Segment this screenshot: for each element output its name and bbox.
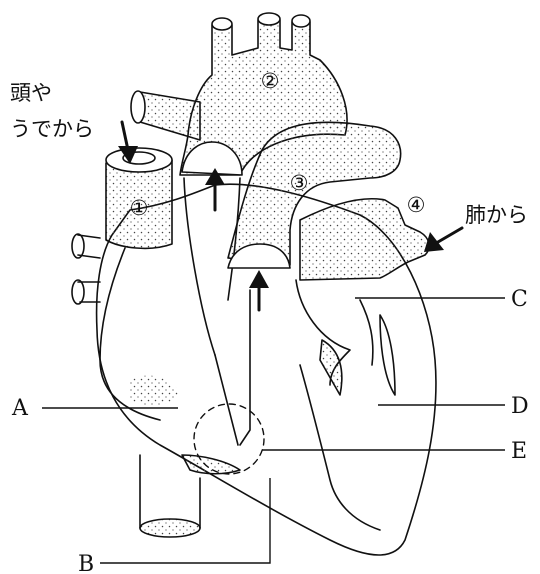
label-b: B	[78, 552, 94, 574]
label-a: A	[11, 396, 29, 421]
vessel-number-1: ①	[130, 196, 149, 220]
mitral-valve	[320, 340, 342, 395]
aorta-branch-1-top	[212, 18, 232, 30]
arrow-from-lungs	[424, 228, 462, 252]
vessel-number-3: ③	[290, 171, 309, 195]
tricuspid-valve	[182, 455, 240, 474]
annotation-from-lungs: 肺から	[465, 203, 528, 227]
left-ventricle-papillary	[380, 315, 395, 395]
aorta-branch-3-top	[292, 15, 310, 27]
right-atrium-stipple	[130, 376, 180, 406]
right-ventricle-inner	[215, 290, 250, 445]
aorta-branch-2-top	[258, 13, 280, 25]
vessel-number-2: ②	[261, 69, 280, 93]
annotation-head-line1: 頭や	[10, 81, 52, 105]
annotation-head-line2: うでから	[10, 117, 94, 141]
label-c: C	[511, 287, 528, 312]
left-vein-lower-end	[72, 280, 84, 304]
inferior-vena-cava-opening	[140, 519, 200, 537]
label-d: D	[511, 394, 529, 419]
arrow-pulmonary-up	[249, 270, 269, 310]
label-e: E	[511, 439, 527, 464]
upper-left-vessel-end	[131, 91, 145, 123]
vessel-number-4: ④	[407, 193, 426, 217]
